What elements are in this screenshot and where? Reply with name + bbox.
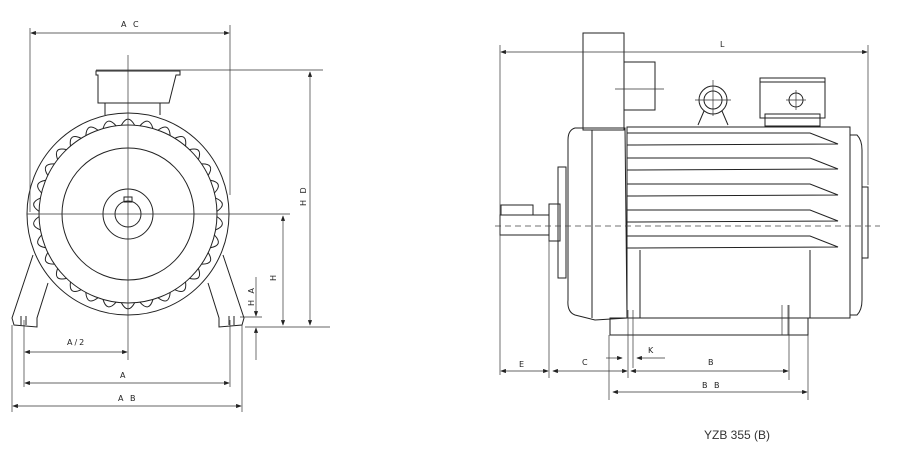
side-view: L E C K B B B bbox=[495, 32, 880, 400]
terminal-box-side bbox=[759, 77, 826, 127]
bb-label: B B bbox=[702, 381, 722, 390]
rear-cap bbox=[861, 186, 869, 259]
cooling-fins bbox=[33, 118, 223, 310]
flange bbox=[557, 166, 567, 279]
side-fin bbox=[626, 132, 839, 146]
fin bbox=[210, 179, 219, 194]
fin bbox=[157, 292, 171, 302]
fin bbox=[215, 197, 223, 212]
a-half-label: A/2 bbox=[67, 338, 86, 347]
fin bbox=[157, 126, 171, 136]
fin bbox=[174, 136, 187, 147]
lifting-eye bbox=[695, 80, 731, 126]
motor-foot bbox=[609, 317, 809, 336]
a-label: A bbox=[120, 371, 127, 380]
c-label: C bbox=[582, 358, 590, 367]
fin bbox=[55, 268, 67, 280]
fin bbox=[174, 281, 187, 292]
side-fin bbox=[626, 235, 839, 249]
terminal-box bbox=[95, 70, 181, 115]
model-caption: YZB 355 (B) bbox=[704, 428, 770, 442]
side-cooling-fins bbox=[626, 132, 839, 249]
fin bbox=[102, 120, 117, 129]
ab-label: A B bbox=[118, 394, 138, 403]
e-label: E bbox=[519, 360, 526, 369]
shaft bbox=[499, 214, 550, 236]
motor-frame bbox=[626, 126, 851, 319]
fin bbox=[85, 126, 99, 136]
ha-label: H A bbox=[247, 286, 256, 306]
fin bbox=[33, 197, 41, 212]
side-fin bbox=[626, 183, 839, 197]
fan-housing bbox=[582, 32, 625, 131]
fin bbox=[33, 216, 41, 231]
fin bbox=[189, 148, 201, 160]
fin bbox=[85, 292, 99, 302]
fin bbox=[44, 163, 55, 176]
fin bbox=[139, 120, 154, 129]
front-endshield bbox=[567, 127, 628, 321]
fin bbox=[69, 281, 82, 292]
h-label: H bbox=[269, 273, 278, 281]
fin bbox=[139, 299, 154, 308]
feet bbox=[11, 254, 245, 328]
hd-label: H D bbox=[299, 185, 308, 206]
fin bbox=[69, 136, 82, 147]
k-label: K bbox=[648, 346, 655, 355]
fin bbox=[201, 163, 212, 176]
ac-label: A C bbox=[121, 20, 141, 29]
fin bbox=[210, 234, 219, 249]
frame-legs bbox=[639, 250, 811, 318]
auxiliary-box bbox=[623, 61, 656, 111]
fin bbox=[102, 299, 117, 308]
fin bbox=[37, 179, 46, 194]
b-label: B bbox=[708, 358, 716, 367]
side-fin bbox=[626, 157, 839, 171]
side-fin bbox=[626, 209, 839, 223]
fin bbox=[201, 252, 212, 265]
fin bbox=[37, 234, 46, 249]
rear-endshield bbox=[850, 134, 863, 316]
fin bbox=[189, 268, 201, 280]
shaft-key-side bbox=[500, 204, 534, 216]
fin bbox=[44, 252, 55, 265]
front-view: A C H D H H A A/2 A A B bbox=[11, 20, 330, 412]
fin bbox=[55, 148, 67, 160]
l-label: L bbox=[720, 40, 726, 49]
fin bbox=[215, 216, 223, 231]
